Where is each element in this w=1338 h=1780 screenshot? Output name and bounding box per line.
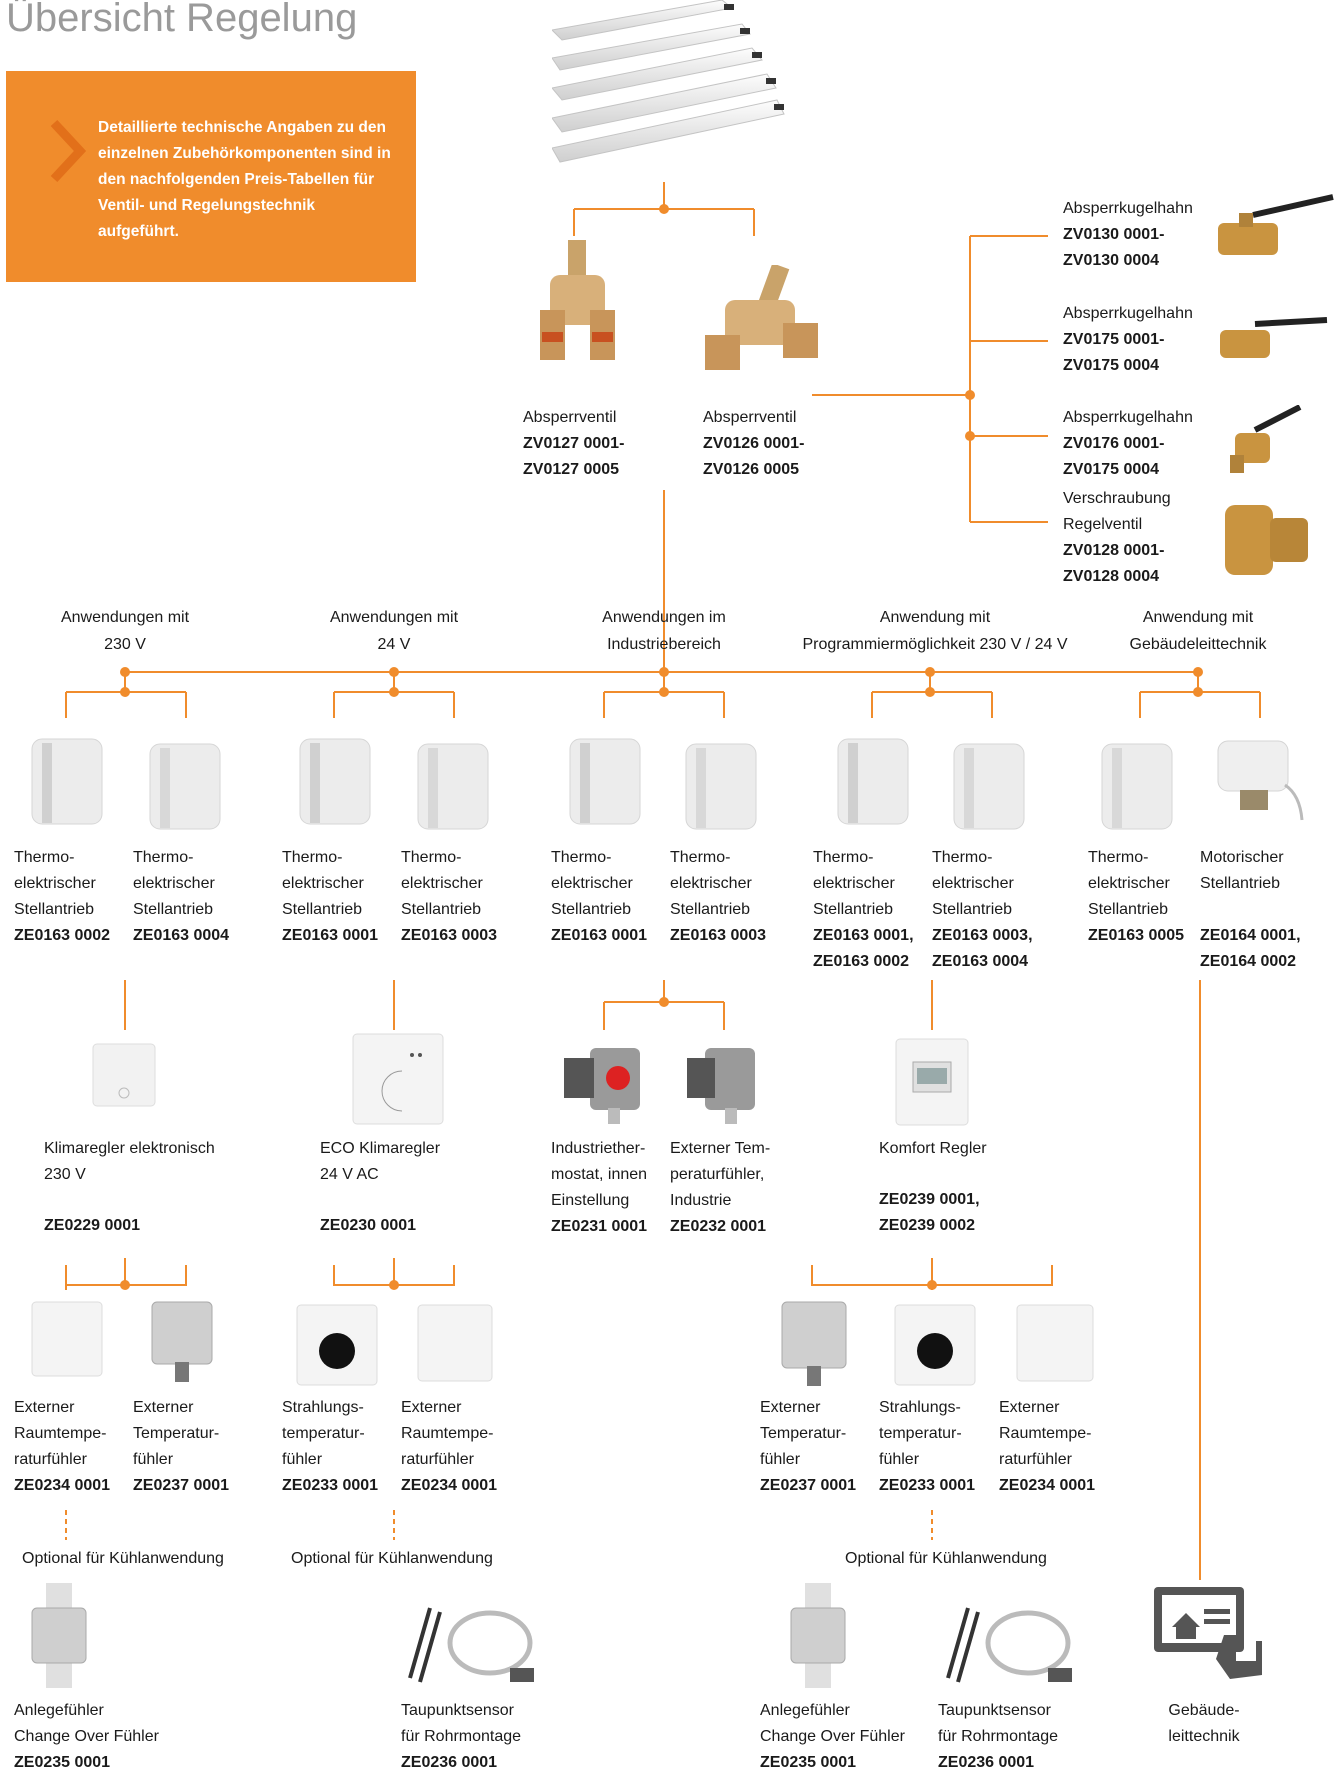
radiation-sensor-image: [296, 1304, 378, 1386]
ball-valve-image: [1218, 194, 1334, 255]
page-title: Übersicht Regelung: [6, 0, 358, 40]
actuator-image: [417, 743, 489, 830]
ball-valve-image: [1230, 405, 1302, 473]
room-sensor-image: [1016, 1304, 1094, 1382]
regulator-code: ZE0230 0001: [320, 1217, 417, 1234]
actuator-image: [149, 743, 221, 830]
comfort-regulator-image: [895, 1038, 969, 1126]
temperature-sensor-image: [151, 1301, 213, 1382]
actuator-image: [569, 738, 641, 825]
info-box: Detaillierte technische Angaben zu den e…: [6, 71, 416, 282]
actuator-image: [837, 738, 909, 825]
actuator-image: [31, 738, 103, 825]
industrial-thermostat-image: [564, 1048, 640, 1124]
fitting-image: [1225, 505, 1308, 575]
optional-label: Optional für Kühlanwendung: [22, 1550, 224, 1567]
motor-actuator-image: [1217, 740, 1304, 821]
room-sensor-image: [417, 1304, 493, 1382]
ball-valve-image: [1220, 317, 1328, 358]
info-text: Detaillierte technische Angaben zu den e…: [98, 119, 391, 240]
building-management-icon: [1154, 1587, 1262, 1679]
regulator-label: Komfort Regler: [879, 1140, 987, 1157]
actuator-image: [685, 743, 757, 830]
regulator-code: ZE0239 0001,ZE0239 0002: [879, 1191, 980, 1234]
optional-label: Optional für Kühlanwendung: [845, 1550, 1047, 1567]
actuator-image: [953, 743, 1025, 830]
thermostat-image: [92, 1043, 156, 1107]
chevron-right-icon: [50, 119, 86, 183]
actuator-image: [1101, 743, 1173, 830]
dewpoint-sensor-image: [408, 1607, 534, 1683]
dewpoint-sensor-image: [946, 1607, 1072, 1683]
actuator-image: [299, 738, 371, 825]
optional-label: Optional für Kühlanwendung: [291, 1550, 493, 1567]
shutoff-valve-image: [540, 240, 615, 360]
thermostat-image: [352, 1033, 444, 1125]
room-sensor-image: [31, 1301, 103, 1377]
industrial-sensor-image: [687, 1048, 755, 1124]
radiation-sensor-image: [894, 1304, 976, 1386]
clamp-sensor-image: [790, 1583, 846, 1688]
bottom-label: Gebäude-leittechnik: [1168, 1702, 1240, 1745]
shutoff-valve-image: [705, 265, 818, 370]
temperature-sensor-image: [781, 1301, 847, 1386]
regulator-code: ZE0229 0001: [44, 1217, 141, 1234]
clamp-sensor-image: [31, 1583, 87, 1688]
pipes-image: [552, 0, 785, 163]
